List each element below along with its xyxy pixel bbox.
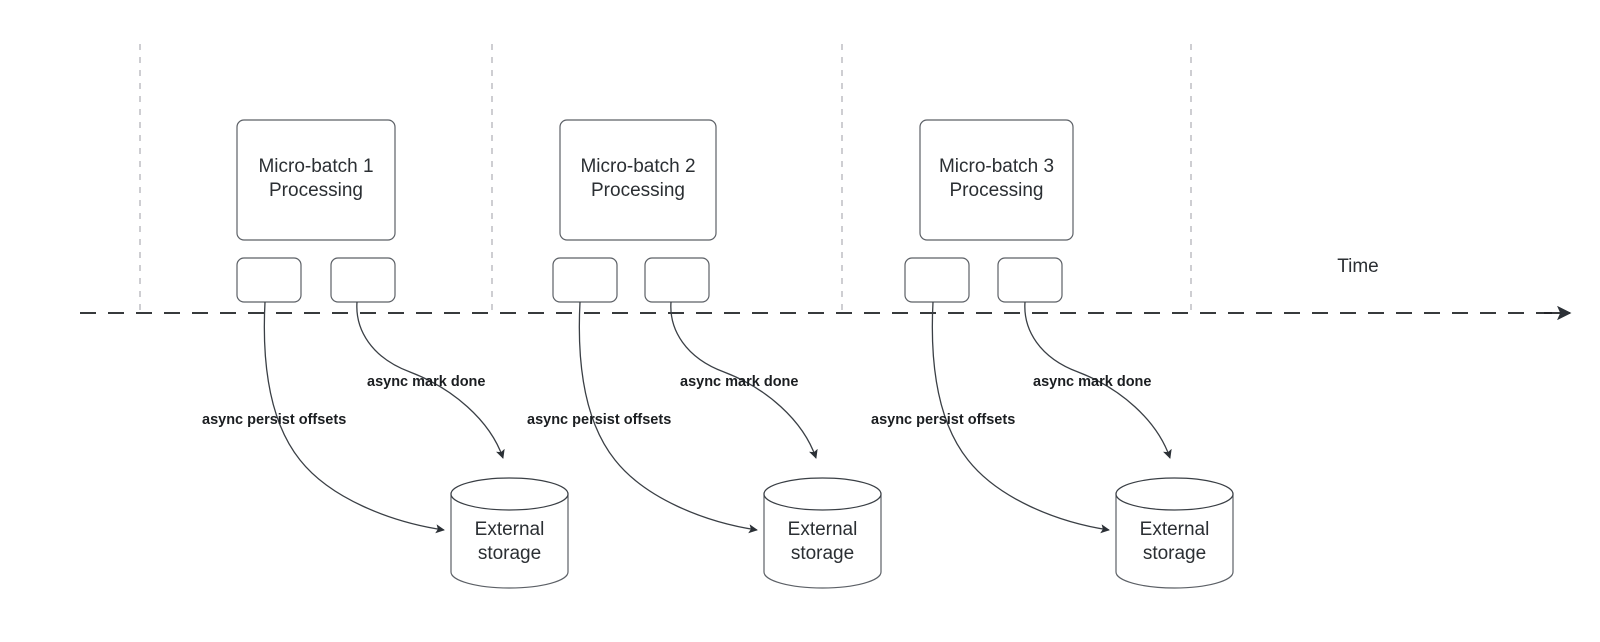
process-box-label-line1: Micro-batch 1	[258, 156, 373, 177]
storage-cylinder-body	[450, 493, 569, 589]
time-axis-label: Time	[1337, 256, 1379, 277]
edge-persist-offsets	[578, 301, 758, 534]
edge-persist-offsets	[931, 301, 1110, 534]
task-box-right[interactable]	[997, 257, 1063, 303]
edge-mark-done	[670, 301, 818, 459]
process-box[interactable]	[236, 119, 396, 241]
process-box-label-line1: Micro-batch 3	[939, 156, 1054, 177]
task-box-right[interactable]	[330, 257, 396, 303]
storage-cylinder-body	[1115, 493, 1234, 589]
storage-cylinder-top[interactable]	[763, 477, 882, 511]
storage-label-line1: External	[1140, 519, 1210, 540]
storage-label-line2: storage	[478, 543, 541, 564]
task-box-left[interactable]	[552, 257, 618, 303]
task-box-right[interactable]	[644, 257, 710, 303]
storage-label-line2: storage	[1143, 543, 1206, 564]
edge-label-mark-done: async mark done	[680, 374, 798, 390]
process-box-label-line2: Processing	[269, 180, 363, 201]
edge-mark-done	[1024, 301, 1172, 459]
storage-cylinder-top[interactable]	[450, 477, 569, 511]
storage-cylinder-body	[763, 493, 882, 589]
process-box-label-line1: Micro-batch 2	[580, 156, 695, 177]
edge-label-persist-offsets: async persist offsets	[871, 412, 1015, 428]
process-box[interactable]	[559, 119, 717, 241]
edge-label-persist-offsets: async persist offsets	[527, 412, 671, 428]
timeline-tick-lines	[139, 44, 1192, 313]
task-box-left[interactable]	[236, 257, 302, 303]
storage-label-line1: External	[475, 519, 545, 540]
edge-mark-done	[356, 301, 505, 459]
storage-label-line2: storage	[791, 543, 854, 564]
storage-cylinder-top[interactable]	[1115, 477, 1234, 511]
edge-persist-offsets	[263, 301, 445, 534]
edge-label-mark-done: async mark done	[367, 374, 485, 390]
process-box-label-line2: Processing	[591, 180, 685, 201]
edge-label-mark-done: async mark done	[1033, 374, 1151, 390]
storage-label-line1: External	[788, 519, 858, 540]
time-axis: Time	[80, 256, 1572, 321]
process-box[interactable]	[919, 119, 1074, 241]
task-box-left[interactable]	[904, 257, 970, 303]
process-box-label-line2: Processing	[950, 180, 1044, 201]
edge-label-persist-offsets: async persist offsets	[202, 412, 346, 428]
